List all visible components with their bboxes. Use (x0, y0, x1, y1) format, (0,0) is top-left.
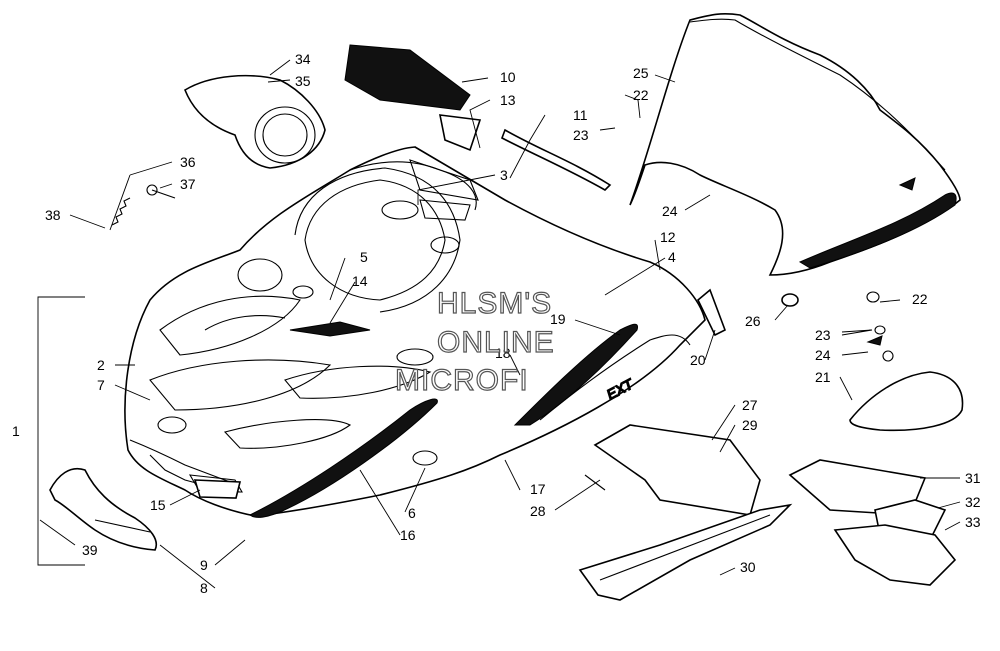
watermark-line-1: HLSM'S (437, 287, 552, 320)
grille-11 (501, 128, 612, 191)
watermark-line-3: MICROFI (395, 364, 529, 397)
belly-pan-27 (593, 424, 761, 516)
callout-23-top: 23 (573, 127, 589, 143)
mirror-21 (849, 371, 964, 432)
skid-plate-30 (578, 503, 793, 601)
callout-3: 3 (500, 167, 508, 183)
callout-1: 1 (12, 423, 20, 439)
assembly-bracket-1 (37, 296, 85, 566)
leader-lines (39, 59, 961, 589)
callout-14: 14 (352, 273, 368, 289)
callout-13: 13 (500, 92, 516, 108)
callout-20: 20 (690, 352, 706, 368)
windshield (629, 13, 961, 276)
callout-30: 30 (740, 559, 756, 575)
callout-10: 10 (500, 69, 516, 85)
plate-13 (438, 114, 482, 152)
plug-26 (781, 293, 799, 307)
callout-12: 12 (660, 229, 676, 245)
plate-15 (193, 479, 242, 499)
callout-31: 31 (965, 470, 981, 486)
callout-37: 37 (180, 176, 196, 192)
bumper-39 (49, 468, 157, 551)
callout-36: 36 (180, 154, 196, 170)
spring-36 (109, 174, 131, 231)
flap-31 (788, 459, 927, 516)
callout-18: 18 (495, 345, 511, 361)
callout-28: 28 (530, 503, 546, 519)
callout-17: 17 (530, 481, 546, 497)
callout-22-top: 22 (633, 87, 649, 103)
callout-38: 38 (45, 207, 61, 223)
watermark: HLSM'S ONLINE MICROFI (394, 286, 555, 397)
watermark-line-2: ONLINE (437, 326, 555, 359)
callout-34: 34 (295, 51, 311, 67)
callout-7: 7 (97, 377, 105, 393)
callout-32: 32 (965, 494, 981, 510)
callout-27: 27 (742, 397, 758, 413)
callout-2: 2 (97, 357, 105, 373)
callout-9: 9 (200, 557, 208, 573)
callout-15: 15 (150, 497, 166, 513)
callout-21: 21 (815, 369, 831, 385)
callout-8: 8 (200, 580, 208, 596)
callout-24-top: 24 (662, 203, 678, 219)
gauge-pod (184, 74, 326, 169)
callout-16: 16 (400, 527, 416, 543)
hood-assembly (124, 146, 706, 518)
callout-25: 25 (633, 65, 649, 81)
callout-23-right: 23 (815, 327, 831, 343)
callout-22-right: 22 (912, 291, 928, 307)
callout-19: 19 (550, 311, 566, 327)
callout-33: 33 (965, 514, 981, 530)
callout-11: 11 (573, 107, 588, 123)
callout-4: 4 (668, 249, 676, 265)
callout-35: 35 (295, 73, 311, 89)
callout-6: 6 (408, 505, 416, 521)
callout-24-right: 24 (815, 347, 831, 363)
callout-26: 26 (745, 313, 761, 329)
callout-29: 29 (742, 417, 758, 433)
flap-33 (833, 524, 957, 586)
callout-39: 39 (82, 542, 98, 558)
callout-5: 5 (360, 249, 368, 265)
stud-20 (697, 288, 727, 337)
vent-grille-10 (344, 44, 471, 111)
callout-labels: 34 35 36 37 38 10 13 3 11 23 22 25 24 12… (12, 51, 981, 596)
